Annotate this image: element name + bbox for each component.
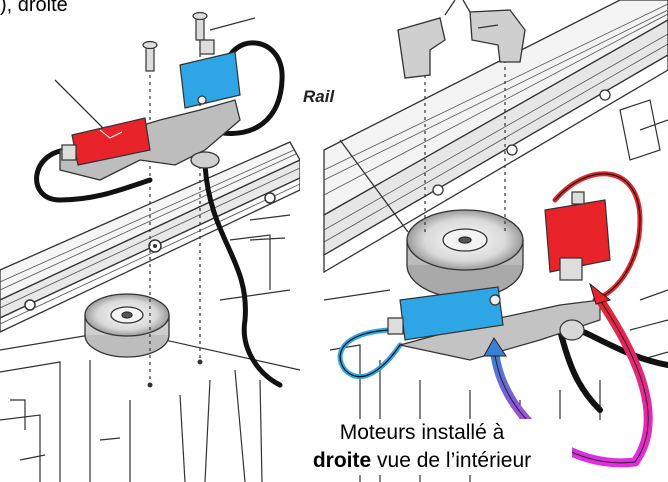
left-pulley bbox=[84, 293, 170, 358]
right-pulley bbox=[406, 209, 524, 299]
top-clip-pieces bbox=[397, 9, 526, 79]
caption-bold-word: droite bbox=[312, 449, 372, 472]
left-blue-motor bbox=[179, 39, 241, 109]
right-red-motor bbox=[544, 191, 611, 281]
red-arrowhead bbox=[589, 282, 612, 305]
right-rail bbox=[323, 0, 668, 274]
right-panel bbox=[249, 0, 668, 482]
left-panel bbox=[0, 11, 301, 482]
blue-arrowhead bbox=[483, 337, 507, 357]
caption-line-1: Moteurs installé à bbox=[339, 421, 505, 444]
top-left-text-fragment: ), droite bbox=[0, 0, 68, 16]
right-blue-motor bbox=[387, 286, 504, 341]
caption-line-2: droite vue de l’intérieur bbox=[272, 447, 572, 475]
left-red-motor bbox=[61, 117, 151, 166]
rail-label: Rail bbox=[303, 87, 335, 106]
caption-line-2-rest: vue de l’intérieur bbox=[371, 449, 532, 472]
caption: Moteurs installé à droite vue de l’intér… bbox=[272, 419, 572, 475]
